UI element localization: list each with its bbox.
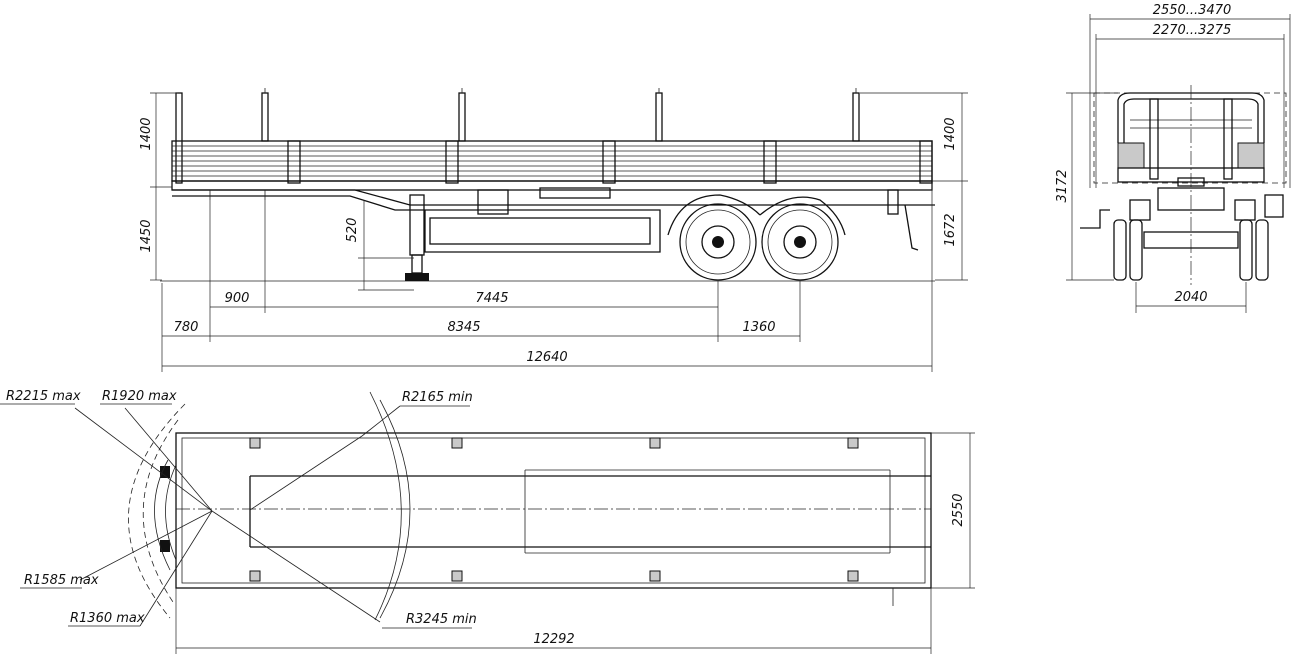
dim-axle-from-kingpin: 7445 xyxy=(475,291,508,306)
stake-pockets xyxy=(160,437,859,582)
side-left-dims: 1400 1450 xyxy=(139,92,178,281)
rear-left-wheels xyxy=(1113,219,1143,281)
dim-stake-height-right: 1400 xyxy=(943,117,958,150)
landing-gear xyxy=(358,194,429,291)
extended-width-outline xyxy=(1093,92,1287,184)
rear-wheel xyxy=(761,203,839,281)
dim-overall-height: 3172 xyxy=(1055,169,1070,202)
side-boards xyxy=(171,140,933,184)
dim-platform-width: 2550 xyxy=(951,493,966,526)
dim-coupling-height: 1450 xyxy=(139,219,154,252)
spare-wheel-crank xyxy=(1080,209,1110,229)
top-view: R2215 max R1920 max R2165 min R1585 max … xyxy=(0,389,975,654)
side-horizontal-dims: 900 7445 780 8345 1360 12640 xyxy=(161,183,933,372)
side-view: 1400 1450 1400 1672 520 900 74 xyxy=(139,88,968,372)
label-r1360: R1360 max xyxy=(70,611,145,626)
dim-deck-height: 1672 xyxy=(943,213,958,246)
dim-platform-length: 12292 xyxy=(533,632,574,647)
rear-right-wheels xyxy=(1239,219,1269,281)
dim-overall-length: 12640 xyxy=(526,350,567,365)
rear-axle xyxy=(1143,231,1239,249)
dim-support-travel: 520 xyxy=(345,218,360,243)
platform-outline xyxy=(175,432,932,589)
rear-mudguard xyxy=(759,196,846,236)
left-rear-lamp xyxy=(1129,199,1151,221)
label-r2215: R2215 max xyxy=(6,389,81,404)
front-wheel xyxy=(679,203,757,281)
label-r1920: R1920 max xyxy=(102,389,177,404)
rear-view: 2550...3470 2270...3275 xyxy=(1055,3,1291,313)
label-r2165: R2165 min xyxy=(402,390,473,405)
rear-cross-member xyxy=(1117,167,1265,183)
dim-axle-spacing: 1360 xyxy=(742,320,775,335)
dim-to-first-axle: 8345 xyxy=(447,320,480,335)
rear-bumper xyxy=(1157,187,1225,211)
frame xyxy=(171,180,935,253)
dim-kingpin-offset: 900 xyxy=(225,291,250,306)
right-board-section xyxy=(1237,142,1265,169)
dim-track: 2040 xyxy=(1174,290,1207,305)
right-rear-lamp xyxy=(1234,199,1256,221)
stakes xyxy=(175,88,860,184)
side-box xyxy=(1264,194,1284,218)
license-plate-lamp xyxy=(1177,177,1205,187)
side-right-dims: 1400 1672 xyxy=(860,92,968,281)
label-r1585: R1585 max xyxy=(24,573,99,588)
rear-stake-frame xyxy=(1117,85,1265,285)
dim-front-overhang: 780 xyxy=(174,320,199,335)
dim-overall-width-range: 2550...3470 xyxy=(1153,3,1232,18)
turning-radii xyxy=(74,391,411,627)
dim-inner-width-range: 2270...3275 xyxy=(1153,23,1232,38)
label-r3245: R3245 min xyxy=(406,612,477,627)
dim-stake-height-left: 1400 xyxy=(139,117,154,150)
left-board-section xyxy=(1117,142,1145,169)
front-mudguard xyxy=(667,194,761,236)
